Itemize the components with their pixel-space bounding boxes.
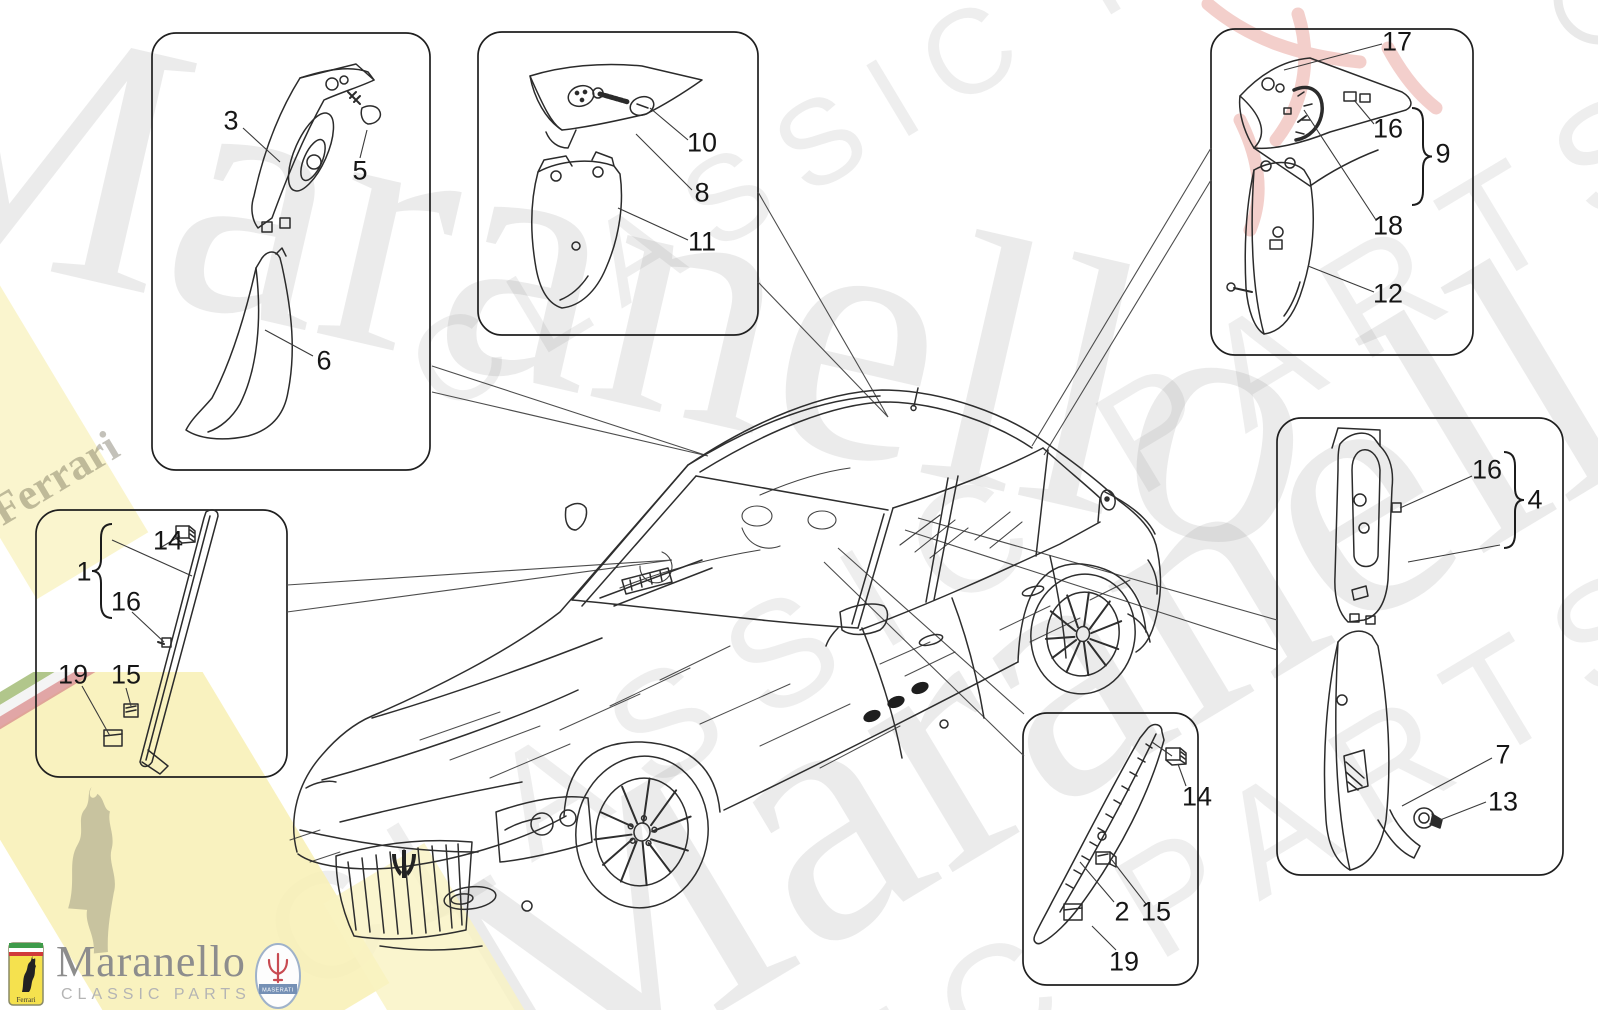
part-fastener-13 [1413, 807, 1443, 829]
box-mid-left [35, 509, 288, 778]
part-number-label-top-right-box-16: 16 [1372, 113, 1404, 144]
part-screw-and-cap [347, 91, 382, 125]
quarter-emblem [1100, 489, 1116, 511]
leader-connectors [286, 147, 1278, 757]
car-front-arch [563, 741, 721, 817]
cowl-vent [621, 567, 673, 595]
label-leader-lines [81, 43, 1501, 951]
prancing-horse-icon [22, 956, 36, 992]
part-number-label-top-right-box-17: 17 [1381, 26, 1413, 57]
ferrari-shield-logo: Ferrari [8, 942, 44, 1006]
part-number-label-top-left-box-6: 6 [316, 345, 332, 376]
part-c-pillar-lower-trim [531, 151, 623, 309]
car-sill [723, 661, 1019, 811]
part-rear-quarter-upper-trim [1238, 57, 1412, 187]
part-number-label-top-left-box-5: 5 [352, 155, 368, 186]
part-screw-washer [592, 87, 655, 117]
door-mirror [825, 603, 889, 647]
car-body-outline [293, 389, 1162, 853]
trident-icon [267, 952, 289, 984]
clip-14-left [175, 525, 196, 544]
clip-15-bottom [1095, 851, 1117, 868]
rear-door-handle [1021, 585, 1045, 597]
clip-19-left [103, 729, 123, 747]
part-number-label-mid-right-box-16: 16 [1471, 454, 1503, 485]
box-top-left [151, 32, 431, 471]
part-number-label-bottom-middle-box-14: 14 [1181, 781, 1213, 812]
hood-shading [419, 645, 901, 779]
group-braces [91, 107, 1525, 619]
part-number-label-top-left-box-3: 3 [223, 105, 239, 136]
part-number-label-top-right-box-18: 18 [1372, 210, 1404, 241]
part-number-label-top-middle-box-11: 11 [687, 226, 717, 257]
part-number-label-mid-right-box-13: 13 [1487, 786, 1519, 817]
grouping-brace [1411, 107, 1433, 206]
grille-trident-badge [392, 850, 416, 878]
rear-wheel [1030, 573, 1136, 695]
windshield [571, 395, 894, 629]
front-door-handle [918, 633, 944, 647]
roof-antenna [910, 387, 919, 412]
fender-portholes [863, 681, 929, 723]
part-number-label-mid-left-box-16: 16 [110, 586, 142, 617]
part-number-label-mid-left-box-14: 14 [152, 525, 184, 556]
part-b-pillar-lower-trim-right [1323, 630, 1421, 871]
watermark-horse [68, 787, 115, 954]
body-shading [289, 579, 1131, 863]
logo-brand-text: Maranello [56, 937, 246, 986]
part-number-label-bottom-middle-box-15: 15 [1140, 896, 1172, 927]
box-bottom-middle [1022, 712, 1199, 986]
car-drawing [289, 387, 1162, 951]
part-group-boxes [35, 28, 1564, 986]
front-wheel [575, 755, 709, 909]
part-sill-trim-strip [1033, 723, 1165, 945]
box-mid-right [1276, 417, 1564, 876]
part-number-label-bottom-middle-box-2: 2 [1114, 896, 1130, 927]
part-drawings [103, 57, 1443, 945]
site-logo: Ferrari Maranello CLASSIC PARTS MASERATI [0, 930, 340, 1010]
clip-19-bottom [1063, 903, 1083, 921]
part-number-label-mid-right-box-4: 4 [1527, 484, 1543, 515]
car-rear-arch [1017, 563, 1147, 663]
part-windscreen-trim-strip [139, 509, 219, 775]
part-b-pillar-upper-trim-right [1331, 427, 1402, 625]
part-number-label-top-middle-box-8: 8 [694, 177, 710, 208]
front-wheel-spokes [593, 777, 692, 887]
part-number-label-top-middle-box-10: 10 [686, 127, 718, 158]
logo-tagline-text: CLASSIC PARTS [61, 986, 251, 1003]
box-top-right [1210, 28, 1474, 356]
part-number-label-bottom-middle-box-19: 19 [1108, 946, 1140, 977]
part-a-pillar-upper-trim [251, 63, 375, 233]
part-number-label-mid-right-box-7: 7 [1495, 739, 1511, 770]
door-seams [861, 555, 1067, 759]
maserati-oval-logo: MASERATI [255, 943, 301, 1009]
part-b-pillar-lower-trim-left [185, 247, 293, 440]
svg-text:MASERATI: MASERATI [262, 988, 294, 994]
part-number-label-mid-left-box-19: 19 [57, 659, 89, 690]
interior-sketch [619, 467, 1023, 589]
grouping-brace [91, 523, 113, 619]
svg-text:Ferrari: Ferrari [16, 996, 35, 1004]
grouping-brace [1503, 451, 1525, 549]
side-windows [859, 447, 1101, 631]
grille [335, 839, 473, 940]
clip-14-bottom [1165, 747, 1187, 766]
part-rear-quarter-lower-trim [1226, 157, 1314, 335]
far-mirror [564, 502, 588, 531]
part-number-label-top-right-box-9: 9 [1435, 138, 1451, 169]
part-number-label-top-right-box-12: 12 [1372, 278, 1404, 309]
fog-lamp [443, 885, 497, 911]
rear-wheel-spokes [1044, 591, 1123, 677]
headlight [495, 796, 593, 863]
part-number-label-mid-left-box-1: 1 [76, 556, 92, 587]
box-top-middle [477, 31, 759, 336]
part-number-label-mid-left-box-15: 15 [110, 659, 142, 690]
